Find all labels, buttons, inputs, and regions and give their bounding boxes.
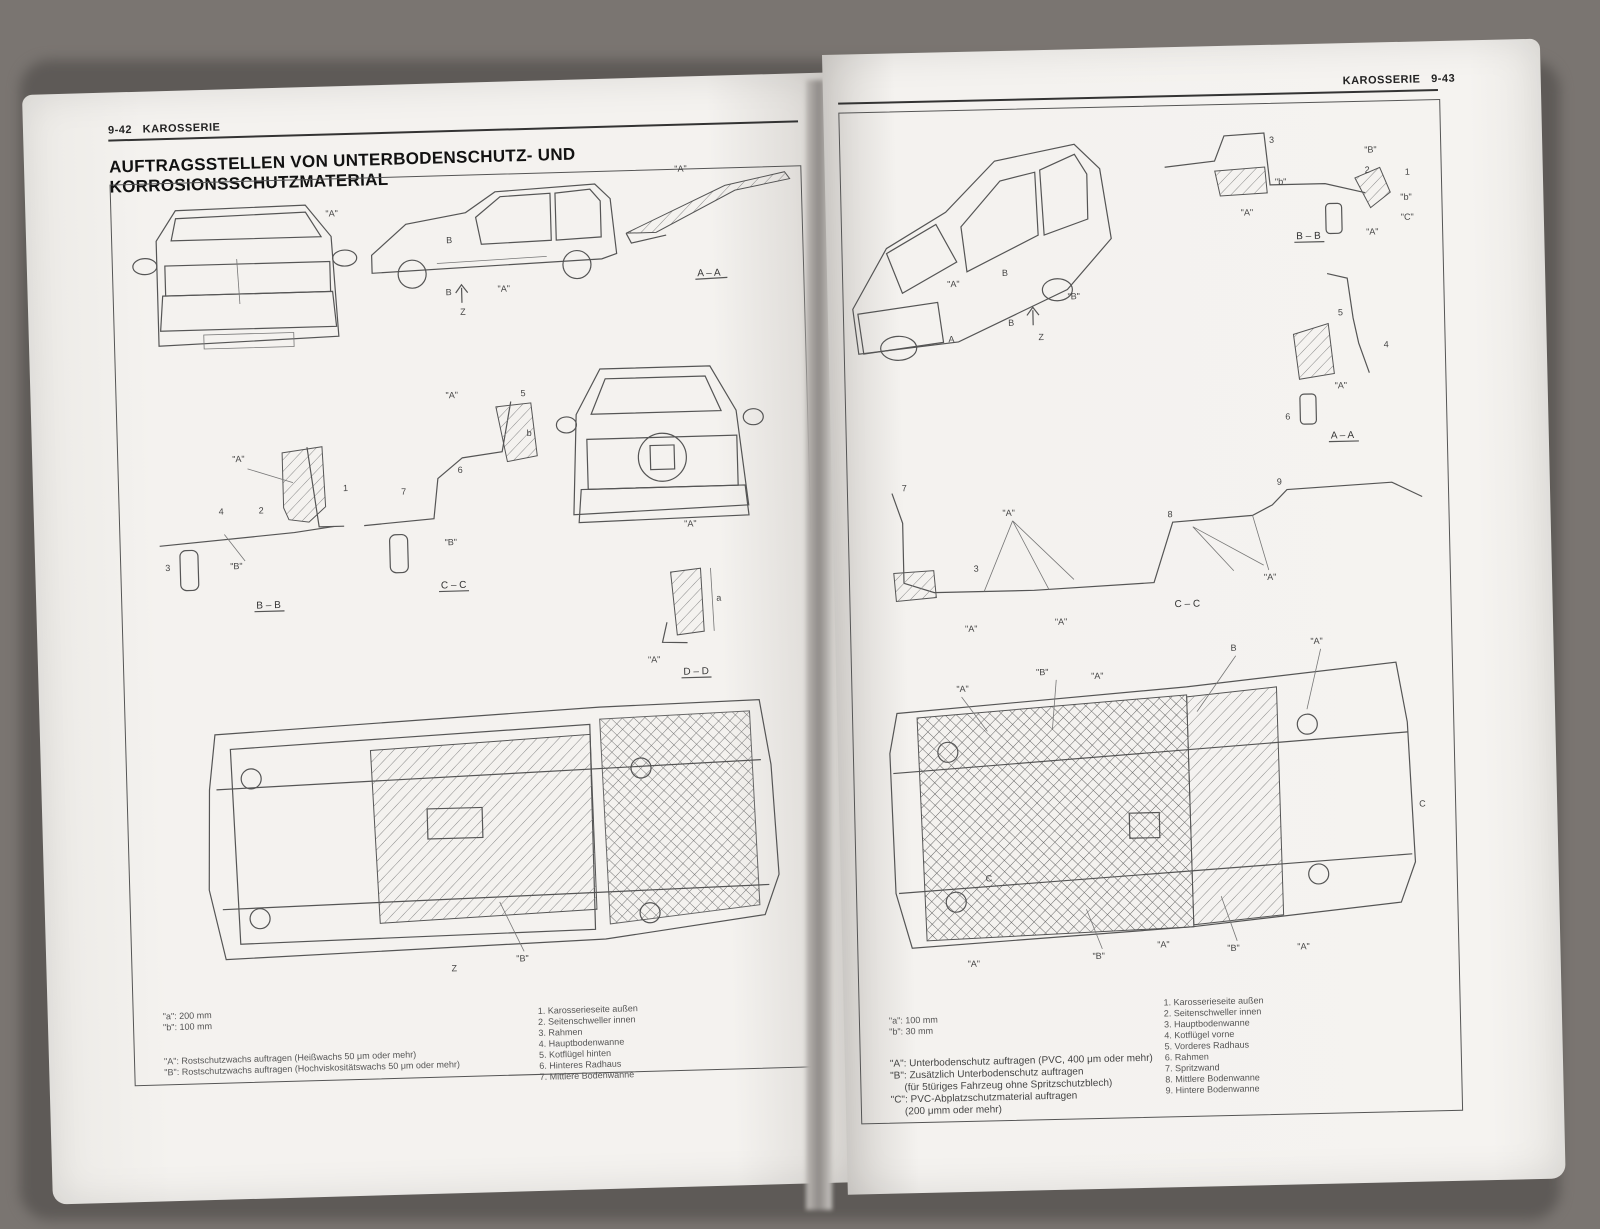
svg-text:C: C: [986, 873, 993, 883]
svg-text:4: 4: [1384, 339, 1389, 349]
svg-text:B: B: [1008, 318, 1014, 328]
svg-text:3: 3: [1269, 135, 1274, 145]
svg-text:8: 8: [1167, 509, 1172, 519]
right-dimensions: "a": 100 mm "b": 30 mm: [889, 1015, 938, 1038]
svg-text:A: A: [948, 334, 954, 344]
svg-text:"B": "B": [516, 953, 529, 963]
svg-text:"A": "A": [232, 454, 245, 464]
svg-text:"A": "A": [1091, 671, 1104, 681]
svg-text:"b": "b": [1275, 176, 1287, 186]
svg-text:5: 5: [520, 388, 525, 398]
svg-text:C: C: [1419, 798, 1426, 808]
svg-text:"A": "A": [648, 654, 661, 664]
left-dimensions: "a": 200 mm "b": 100 mm: [163, 1010, 213, 1033]
right-section-b-b: 3 2 1 "B" "b" "b" "C" "A" "A" B – B: [1164, 132, 1414, 243]
svg-text:"A": "A": [674, 163, 687, 173]
svg-text:"A": "A": [956, 684, 969, 694]
rear-view-drawing: "A": [555, 365, 764, 529]
svg-text:"B": "B": [445, 537, 458, 547]
underbody-view-right: "A" "B" "A" B "A" "A" "B" "A" "B" "A" C …: [889, 636, 1426, 969]
svg-text:"B": "B": [230, 561, 243, 571]
svg-text:C – C: C – C: [441, 580, 467, 592]
svg-text:2: 2: [259, 505, 264, 515]
left-technical-drawing: "A" B B Z "A" "A" A – A: [132, 163, 791, 973]
svg-text:7: 7: [401, 486, 406, 496]
svg-text:4: 4: [219, 507, 224, 517]
svg-text:1: 1: [1405, 167, 1410, 177]
svg-text:1: 1: [343, 483, 348, 493]
perspective-vehicle-drawing: "A" "B" B B Z A: [852, 143, 1112, 361]
svg-text:"A": "A": [325, 208, 338, 218]
svg-text:"A": "A": [965, 624, 978, 634]
right-legend: 1. Karosserieseite außen 2. Seitenschwel…: [1163, 995, 1265, 1096]
svg-text:"A": "A": [1366, 226, 1379, 236]
svg-text:6: 6: [458, 465, 463, 475]
left-legend: 1. Karosserieseite außen 2. Seitenschwel…: [538, 1003, 640, 1083]
svg-text:3: 3: [165, 563, 170, 573]
svg-text:"A": "A": [1310, 636, 1323, 646]
svg-text:"b": "b": [1400, 192, 1412, 202]
svg-text:9: 9: [1277, 477, 1282, 487]
section-c-c: "A" 5 6 7 "B" b C – C: [364, 388, 538, 593]
svg-text:a: a: [716, 593, 721, 603]
svg-text:A – A: A – A: [1331, 430, 1355, 442]
right-technical-drawing: "A" "B" B B Z A 3 2 1 "B" "b" "b" "C" "A…: [852, 132, 1426, 969]
right-page: KAROSSERIE 9-43 "A" "B" B B Z: [822, 38, 1566, 1195]
svg-text:7: 7: [902, 483, 907, 493]
svg-text:"A": "A": [1264, 572, 1277, 582]
section-b-b: 3 4 2 1 "A" "B" B – B: [159, 446, 348, 613]
svg-text:6: 6: [1285, 411, 1290, 421]
svg-text:A – A: A – A: [697, 268, 721, 280]
svg-text:"A": "A": [497, 283, 510, 293]
svg-text:3: 3: [974, 564, 979, 574]
svg-text:"B": "B": [1227, 943, 1240, 953]
svg-text:"A": "A": [1157, 939, 1170, 949]
svg-text:"A": "A": [1241, 207, 1254, 217]
svg-text:"B": "B": [1364, 144, 1377, 154]
section-d-d: a "A" D – D: [648, 567, 721, 679]
svg-text:"A": "A": [445, 390, 458, 400]
right-section-c-c: 7 3 8 9 "A" "A" "A" "A" C – C: [891, 477, 1423, 634]
section-a-a: "A" A – A: [625, 163, 791, 280]
right-section-a-a: 5 4 6 "A" A – A: [1285, 273, 1389, 443]
svg-text:"A": "A": [968, 959, 981, 969]
svg-text:"B": "B": [1036, 667, 1049, 677]
right-notes: "A": Unterbodenschutz auftragen (PVC, 40…: [890, 1053, 1154, 1119]
svg-text:B: B: [1230, 643, 1236, 653]
svg-text:D – D: D – D: [683, 666, 709, 678]
svg-text:"A": "A": [947, 279, 960, 289]
svg-text:C – C: C – C: [1174, 599, 1200, 611]
svg-text:B: B: [446, 235, 452, 245]
svg-text:"B": "B": [1092, 951, 1105, 961]
svg-text:"A": "A": [1002, 508, 1015, 518]
svg-text:Z: Z: [451, 963, 457, 973]
svg-text:5: 5: [1338, 307, 1343, 317]
side-view-drawing: B B Z "A": [371, 183, 618, 317]
svg-text:B – B: B – B: [1296, 231, 1321, 243]
right-dimension-b: "b": 30 mm: [889, 1025, 934, 1037]
right-legend-item: 9. Hintere Bodenwanne: [1165, 1083, 1260, 1096]
svg-text:Z: Z: [1038, 332, 1044, 342]
svg-text:B: B: [1002, 268, 1008, 278]
underbody-view-left: Z "B": [208, 699, 780, 973]
svg-text:"A": "A": [1335, 380, 1348, 390]
svg-text:Z: Z: [460, 307, 466, 317]
svg-text:"C": "C": [1401, 212, 1414, 222]
svg-text:B: B: [446, 287, 452, 297]
svg-text:b: b: [526, 428, 531, 438]
svg-text:"B": "B": [1067, 291, 1080, 301]
svg-text:"A": "A": [1055, 617, 1068, 627]
svg-text:2: 2: [1365, 165, 1370, 175]
svg-text:"A": "A": [1297, 941, 1310, 951]
left-dimension-b: "b": 100 mm: [162, 1021, 213, 1033]
svg-text:B – B: B – B: [256, 600, 281, 612]
svg-text:"A": "A": [684, 518, 697, 528]
front-view-drawing: "A": [132, 204, 358, 350]
left-page: 9-42 KAROSSERIE AUFTRAGSSTELLEN VON UNTE…: [22, 72, 858, 1205]
